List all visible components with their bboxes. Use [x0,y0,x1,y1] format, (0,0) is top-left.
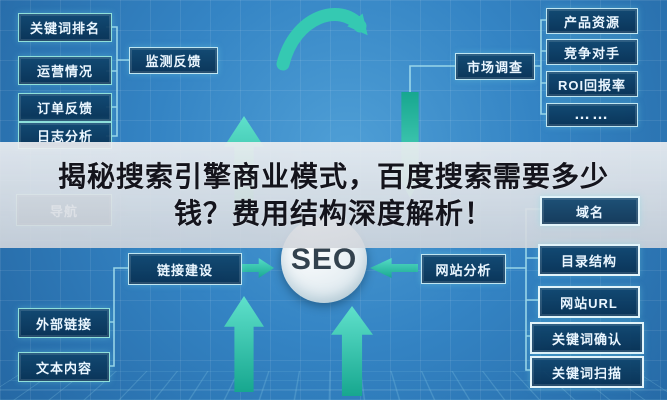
box-external-links: 外部链接 [18,308,110,338]
box-operations: 运营情况 [18,56,112,85]
box-site-analysis: 网站分析 [421,254,506,284]
market-connector [410,66,455,92]
title-banner: 揭秘搜索引擎商业模式，百度搜索需要多少 钱？费用结构深度解析！ [0,142,667,248]
box-keyword-ranking: 关键词排名 [18,13,112,42]
title-line-1: 揭秘搜索引擎商业模式，百度搜索需要多少 [58,158,609,195]
box-monitor-feedback: 监测反馈 [129,47,218,74]
box-keyword-confirm: 关键词确认 [530,322,644,354]
box-order-feedback: 订单反馈 [18,93,112,122]
box-market-research: 市场调查 [455,53,535,80]
box-roi: ROI回报率 [546,71,638,97]
box-directory-structure: 目录结构 [538,244,640,276]
box-link-building: 链接建设 [128,253,242,285]
curved-arrow-icon [283,15,360,64]
box-text-content: 文本内容 [18,352,110,382]
left-bottom-connector [108,268,128,366]
box-site-url: 网站URL [538,286,640,318]
box-keyword-scan: 关键词扫描 [530,356,644,388]
box-product-resources: 产品资源 [546,8,638,34]
box-competitors: 竞争对手 [546,39,638,65]
box-ellipsis: …… [546,103,638,127]
box-domain: 域名 [540,196,640,226]
title-line-2: 钱？费用结构深度解析！ [174,195,493,232]
